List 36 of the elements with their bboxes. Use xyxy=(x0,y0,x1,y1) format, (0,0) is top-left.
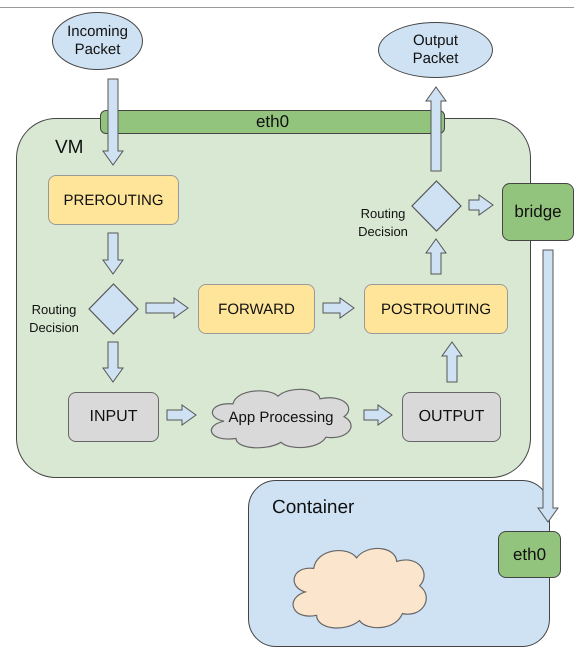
block-arrow xyxy=(102,342,124,383)
interface-bar xyxy=(100,110,445,134)
block-arrow xyxy=(146,297,189,319)
node-label: Incoming Packet xyxy=(67,23,128,59)
block-arrow xyxy=(102,78,124,166)
decision-label: Routing Decision xyxy=(357,205,409,241)
block-arrow xyxy=(102,232,124,275)
interface-box xyxy=(502,183,574,241)
decision-label: Routing Decision xyxy=(28,301,80,337)
group-title: VM xyxy=(55,137,84,159)
shape-label: App Processing xyxy=(228,409,334,427)
node-label: OUTPUT xyxy=(418,408,484,426)
chain-box xyxy=(198,284,315,334)
container-panel xyxy=(248,480,550,647)
node-label: PREROUTING xyxy=(63,192,164,208)
interface-box xyxy=(498,531,561,578)
block-arrow xyxy=(537,250,559,523)
node-label: eth0 xyxy=(512,544,546,564)
block-arrow xyxy=(425,238,447,274)
chain-box xyxy=(68,392,159,442)
block-arrow xyxy=(166,404,197,426)
block-arrow xyxy=(364,404,393,426)
node-label: INPUT xyxy=(90,408,138,426)
node-label: Output Packet xyxy=(412,32,460,68)
block-arrow xyxy=(468,194,494,216)
node-label: bridge xyxy=(514,202,562,222)
chain-box xyxy=(48,175,179,225)
group-title: Container xyxy=(272,497,354,519)
chain-box xyxy=(364,284,508,334)
block-arrow xyxy=(322,297,355,319)
block-arrow xyxy=(425,86,447,172)
node-label: FORWARD xyxy=(218,300,295,318)
chain-box xyxy=(402,392,501,442)
block-arrow xyxy=(441,341,463,382)
node-label: eth0 xyxy=(256,112,290,132)
node-label: POSTROUTING xyxy=(380,300,491,318)
